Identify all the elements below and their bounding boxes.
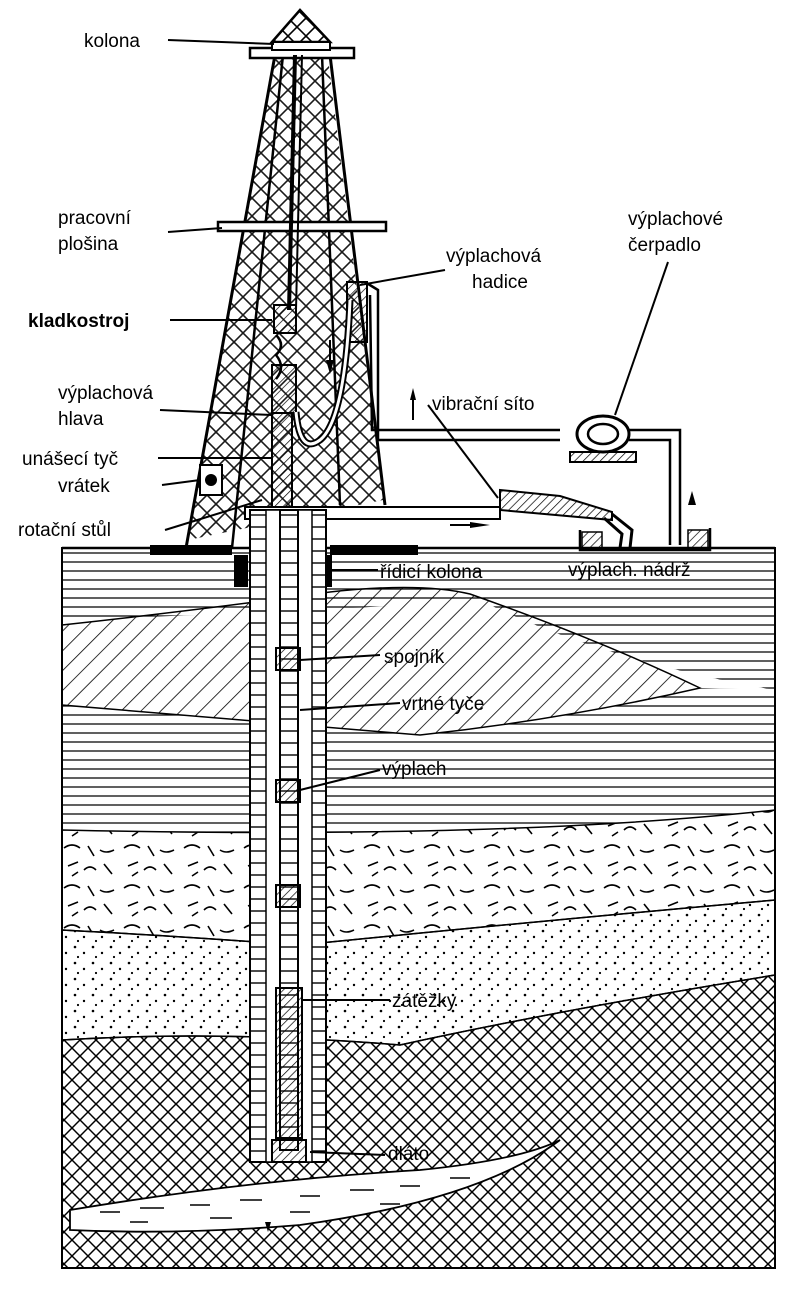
ground-strata (61, 546, 776, 1269)
mud-system (150, 280, 712, 587)
label-unaseci: unášecí tyč (22, 449, 118, 470)
labels: kolona pracovní plošina výplachová hadic… (18, 31, 723, 1165)
derrick (184, 8, 388, 549)
layer-horizontal-middle (62, 688, 775, 833)
rotary-table-left (150, 545, 232, 555)
swivel (271, 364, 297, 414)
label-hadice-1: výplachová (446, 246, 541, 267)
reservoir-lens (69, 1139, 561, 1233)
drill-collars (275, 987, 303, 1139)
kelly (271, 412, 293, 514)
leader-lines (158, 39, 669, 1156)
label-tyce: vrtné tyče (402, 694, 484, 715)
label-sito: vibrační síto (432, 394, 534, 415)
tool-joint-1 (275, 647, 301, 671)
label-stul: rotační stůl (18, 520, 111, 541)
label-vyplach: výplach (382, 759, 446, 780)
reservoir-arrow (265, 1222, 271, 1232)
label-kolona: kolona (84, 31, 140, 52)
label-dlato: dláto (388, 1144, 429, 1165)
label-vratek: vrátek (58, 476, 110, 497)
drill-string (249, 509, 327, 1163)
label-hlava-2: hlava (58, 409, 104, 430)
mud-tank (578, 528, 712, 552)
label-kladkostroj: kladkostroj (28, 311, 129, 332)
label-pracovni-1: pracovní (58, 208, 132, 229)
label-pracovni-2: plošina (58, 234, 119, 255)
label-nadrz: výplach. nádrž (568, 560, 691, 581)
label-ridici: řídicí kolona (380, 562, 483, 583)
work-platform (216, 220, 388, 233)
crown-block (269, 8, 333, 44)
tool-joint-3 (275, 884, 301, 908)
shale-shaker (499, 488, 613, 522)
reservoir-fluid-marks (100, 1177, 470, 1223)
traveling-block (273, 304, 297, 334)
label-cerpadlo-2: čerpadlo (628, 235, 701, 256)
label-zatezky: zátěžky (392, 991, 457, 1012)
drill-bit (271, 1139, 307, 1163)
flow-arrow-up (688, 491, 696, 505)
label-hadice-2: hadice (472, 272, 528, 293)
tool-joint-2 (275, 779, 301, 803)
label-spojnik: spojník (384, 647, 445, 668)
label-cerpadlo-1: výplachové (628, 209, 723, 230)
rotary-table-right (330, 545, 418, 555)
label-hlava-1: výplachová (58, 383, 153, 404)
